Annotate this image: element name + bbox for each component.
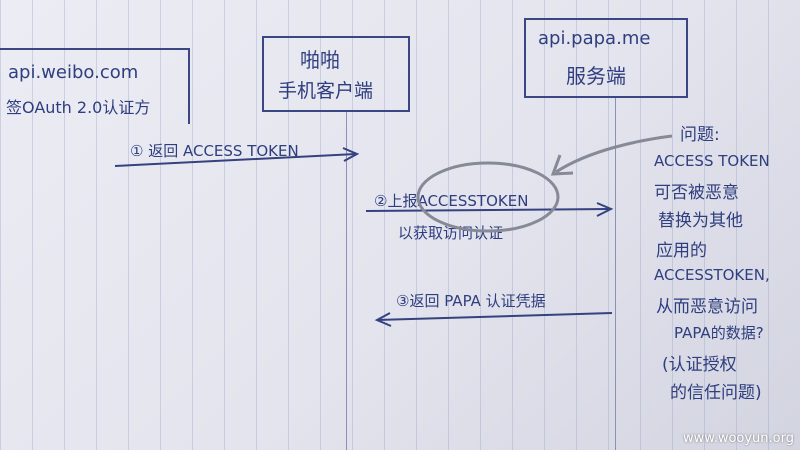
note-line-5: 应用的 bbox=[656, 241, 707, 261]
client-actor-title: 啪啪 bbox=[300, 48, 340, 72]
message-step1-label: ① 返回 ACCESS TOKEN bbox=[130, 142, 299, 160]
note-pointer-arrowhead bbox=[550, 154, 574, 176]
client-lifeline bbox=[346, 110, 347, 450]
server-lifeline bbox=[615, 98, 616, 450]
step1-arrowhead bbox=[342, 147, 360, 162]
step1-arrow bbox=[114, 153, 357, 167]
step2-arrowhead bbox=[596, 202, 614, 217]
message-step2-label: ②上报ACCESSTOKEN bbox=[374, 192, 529, 210]
client-actor-box bbox=[262, 36, 410, 112]
note-line-3: 可否被恶意 bbox=[654, 183, 739, 203]
step3-arrow bbox=[377, 312, 613, 321]
note-line-1: 问题: bbox=[680, 125, 720, 145]
step3-arrowhead bbox=[374, 312, 392, 327]
server-actor-subtitle: 服务端 bbox=[566, 64, 626, 88]
step2-arrow bbox=[365, 208, 611, 212]
note-line-6: ACCESSTOKEN, bbox=[654, 266, 770, 284]
message-step2-sublabel: 以获取访问认证 bbox=[398, 224, 504, 242]
note-line-8: PAPA的数据? bbox=[674, 324, 764, 342]
weibo-actor-box bbox=[0, 48, 190, 124]
weibo-actor-subtitle: 签OAuth 2.0认证方 bbox=[6, 98, 151, 117]
highlight-circle bbox=[416, 161, 560, 233]
watermark: www.wooyun.org bbox=[682, 431, 794, 446]
note-pointer-arrow bbox=[555, 134, 673, 174]
note-line-7: 从而恶意访问 bbox=[656, 297, 758, 317]
message-step3-label: ③返回 PAPA 认证凭据 bbox=[396, 292, 546, 310]
note-line-9: (认证授权 bbox=[662, 355, 737, 375]
weibo-actor-title: api.weibo.com bbox=[8, 62, 139, 83]
note-line-4: 替换为其他 bbox=[658, 211, 743, 231]
server-actor-box bbox=[524, 18, 688, 98]
server-actor-title: api.papa.me bbox=[538, 28, 651, 49]
client-actor-subtitle: 手机客户端 bbox=[278, 80, 374, 102]
note-line-2: ACCESS TOKEN bbox=[654, 152, 770, 170]
note-line-10: 的信任问题) bbox=[670, 383, 762, 403]
